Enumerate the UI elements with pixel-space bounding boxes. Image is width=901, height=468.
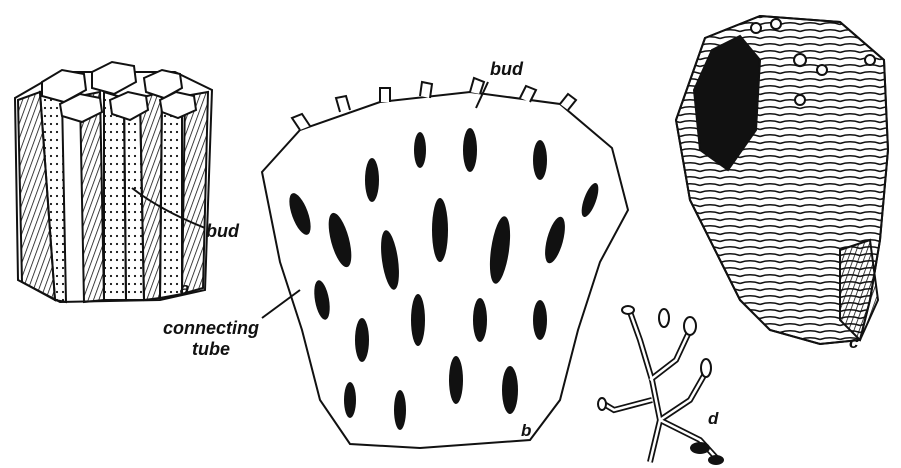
- label-a: a: [180, 280, 189, 297]
- specimen-a: [15, 62, 212, 302]
- label-d: d: [708, 410, 718, 427]
- specimen-c: [676, 16, 888, 344]
- label-connecting-tube: connecting tube: [163, 318, 259, 359]
- label-bud-a: bud: [206, 222, 239, 240]
- label-c: c: [849, 334, 858, 351]
- label-bud-b: bud: [490, 60, 523, 78]
- label-b: b: [521, 422, 531, 439]
- specimen-d: [598, 306, 724, 465]
- specimen-b: [262, 78, 628, 448]
